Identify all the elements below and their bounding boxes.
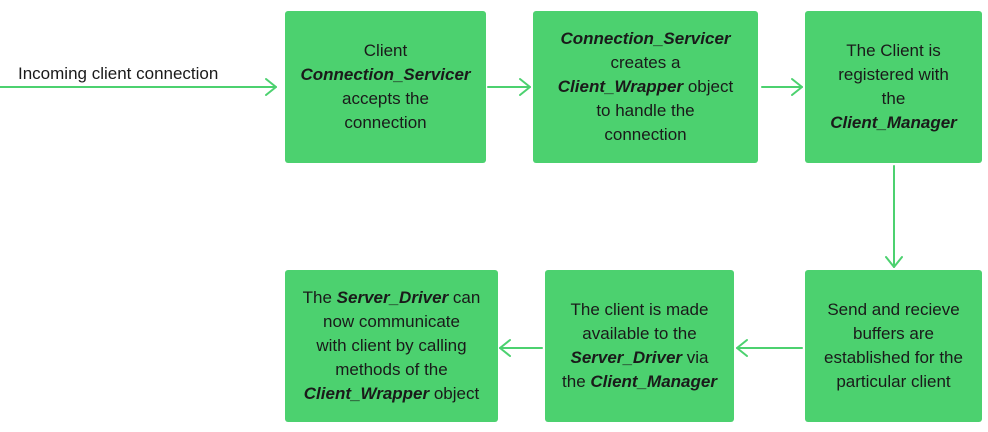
step-text-line: Client: [300, 39, 470, 63]
step-text-line: connection: [300, 111, 470, 135]
step-text-line: Client_Manager: [830, 111, 957, 135]
step-text-run: The: [302, 288, 337, 307]
step-text-run: with client by calling: [316, 336, 467, 355]
step-text-line: connection: [558, 123, 733, 147]
arrow-step5-to-step6: [499, 339, 543, 357]
step-text-run: registered with: [838, 65, 949, 84]
step-text-line: The client is made: [562, 298, 717, 322]
step-text-run: methods of the: [335, 360, 448, 379]
arrow-step4-to-step5: [736, 339, 803, 357]
step-text-line: accepts the: [300, 87, 470, 111]
step-text-line: with client by calling: [303, 334, 481, 358]
step-text-identifier: Client_Manager: [830, 113, 957, 132]
step-text-run: creates a: [610, 53, 681, 72]
step-text-line: to handle the: [558, 99, 733, 123]
step-text-run: now communicate: [322, 312, 460, 331]
step-text-run: buffers are: [853, 324, 934, 343]
step-text: The Server_Driver can now communicate with…: [303, 286, 481, 406]
step-text-line: Connection_Servicer: [558, 27, 733, 51]
step-text-identifier: Client_Wrapper: [557, 77, 684, 96]
step-text-line: The Client is: [830, 39, 957, 63]
step-text-line: established for the: [824, 346, 963, 370]
arrow-step3-to-step4: [885, 165, 903, 268]
step-text-run: available to the: [582, 324, 697, 343]
step-text-run: established for the: [824, 348, 963, 367]
step-text-run: object: [683, 77, 734, 96]
step-text-run: Send and recieve: [827, 300, 960, 319]
step-text-line: Client_Wrapper object: [303, 382, 481, 406]
step-text: Send and recieve buffers are established f…: [824, 298, 963, 394]
step-text-run: The client is made: [570, 300, 709, 319]
step-text-line: available to the: [562, 322, 717, 346]
step-text-line: the Client_Manager: [562, 370, 717, 394]
step-text-line: the: [830, 87, 957, 111]
step-text-run: accepts the: [342, 89, 429, 108]
arrow-step1-to-step2: [487, 78, 531, 96]
step-text-identifier: Server_Driver: [570, 348, 683, 367]
arrow-step2-to-step3: [761, 78, 803, 96]
step-text-run: can: [448, 288, 481, 307]
step-text-line: Client_Wrapper object: [558, 75, 733, 99]
step-text-run: via: [682, 348, 709, 367]
step-box-driver-communicates: The Server_Driver can now communicate with…: [285, 270, 498, 422]
incoming-connection-label: Incoming client connection: [18, 64, 219, 83]
step-text-identifier: Client_Wrapper: [303, 384, 430, 403]
step-text-run: the: [881, 89, 906, 108]
step-text-line: creates a: [558, 51, 733, 75]
step-text-identifier: Connection_Servicer: [560, 29, 731, 48]
step-text-run: The Client is: [846, 41, 941, 60]
step-text-line: registered with: [830, 63, 957, 87]
step-text-line: Connection_Servicer: [300, 63, 470, 87]
step-text-line: now communicate: [303, 310, 481, 334]
step-text-run: to handle the: [596, 101, 695, 120]
step-text-identifier: Connection_Servicer: [300, 65, 471, 84]
step-text-line: Send and recieve: [824, 298, 963, 322]
step-text-identifier: Client_Manager: [590, 372, 717, 391]
step-text-run: Client: [363, 41, 408, 60]
arrow-incoming: [0, 78, 277, 96]
step-text-run: the: [562, 372, 591, 391]
step-box-establish-buffers: Send and recieve buffers are established f…: [805, 270, 982, 422]
step-text-run: connection: [604, 125, 687, 144]
step-text-line: The Server_Driver can: [303, 286, 481, 310]
step-text-line: Server_Driver via: [562, 346, 717, 370]
step-text-run: particular client: [836, 372, 951, 391]
step-text-run: connection: [344, 113, 427, 132]
step-text-run: object: [429, 384, 480, 403]
step-text-line: particular client: [824, 370, 963, 394]
step-text-identifier: Server_Driver: [336, 288, 449, 307]
step-text-line: buffers are: [824, 322, 963, 346]
step-text-line: methods of the: [303, 358, 481, 382]
